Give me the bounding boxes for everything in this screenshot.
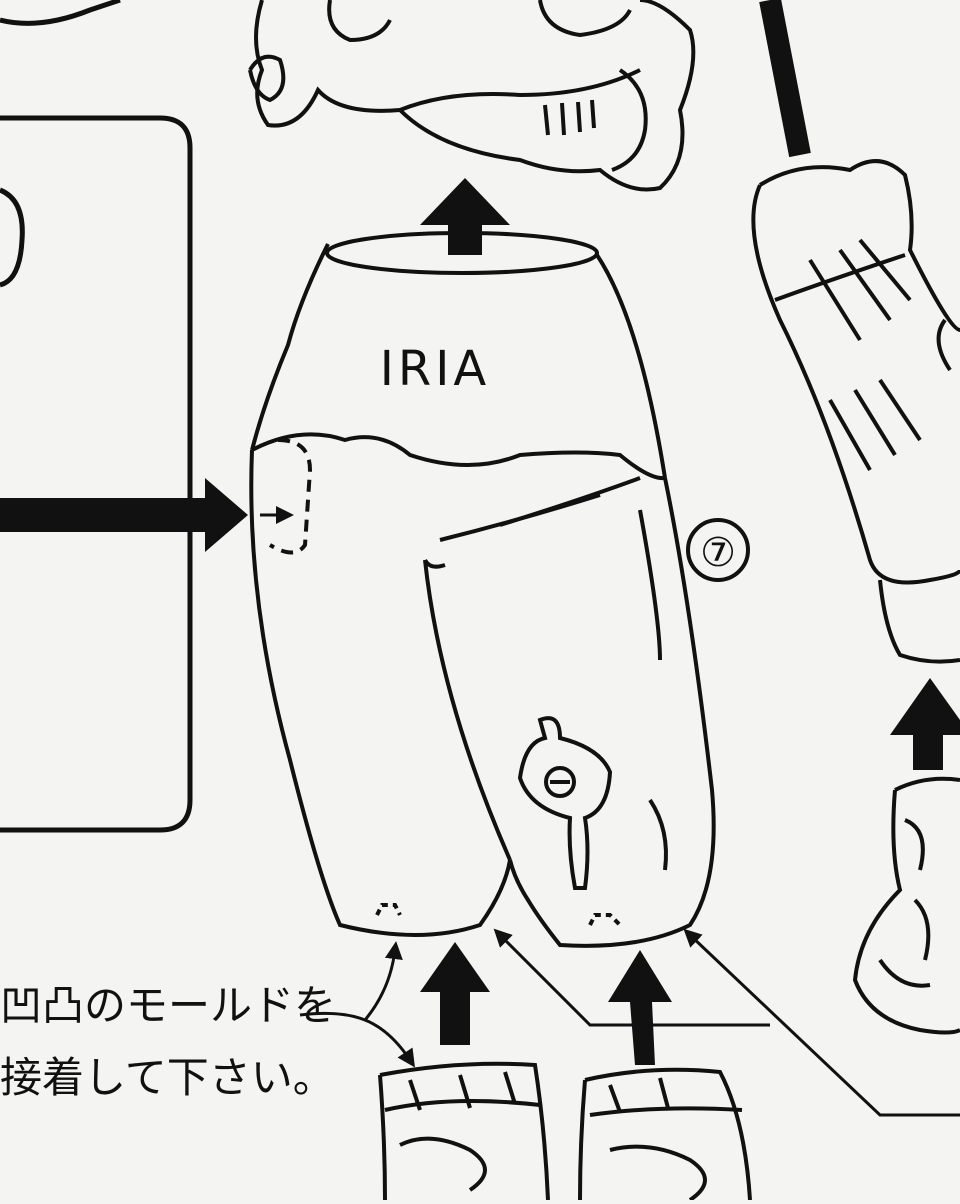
part-number: ⑦	[700, 530, 736, 576]
assembly-note-line1: 凹凸のモールドを	[0, 981, 336, 1030]
arrow-from-left-panel	[0, 478, 248, 552]
arrow-up-right-leg	[608, 950, 672, 1065]
left-panel-box	[0, 115, 193, 833]
left-panel-fragment	[0, 187, 25, 288]
part-number-circle	[686, 518, 750, 582]
lower-leg-part-left	[378, 1061, 550, 1201]
lower-leg-part-right	[578, 1067, 752, 1202]
arrow-up-to-torso	[420, 178, 510, 255]
leader-lines	[299, 928, 960, 1117]
part-label: IRIA	[380, 341, 491, 397]
right-boot-part	[852, 776, 960, 1035]
assembly-note-line2: 接着して下さい。	[0, 1053, 335, 1102]
arrow-up-to-right-leg	[890, 678, 960, 770]
upper-torso-part	[248, 0, 696, 192]
arrow-up-left-leg	[420, 942, 490, 1045]
right-leg-part	[751, 159, 960, 664]
connector-tab-detail	[517, 716, 613, 890]
guide-line-right	[759, 0, 811, 158]
partial-part-top-left	[0, 0, 121, 26]
hip-shorts-part	[249, 231, 716, 948]
